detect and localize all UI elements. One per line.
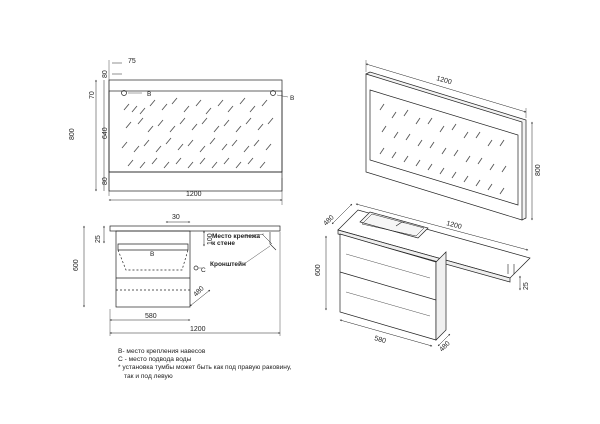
cabinet-front-view (83, 221, 281, 336)
cabinet-top-slab (109, 225, 281, 232)
dim-iso-580: 580 (373, 335, 386, 345)
label-mount-line2: к стене (212, 240, 235, 247)
dim-cab-100: 100 (207, 233, 214, 245)
iso-cabinet-side (435, 251, 447, 341)
dim-cab-480: 480 (192, 285, 205, 298)
cabinet-body (115, 230, 191, 308)
dim-cab-25: 25 (95, 235, 102, 243)
mark-b-right: B (290, 95, 294, 102)
dim-mirror-80-bottom: 80 (102, 177, 109, 185)
dim-mirror-1200: 1200 (186, 191, 202, 198)
mirror-glass (108, 90, 283, 173)
iso-bracket (507, 264, 515, 274)
mark-c: C (201, 267, 206, 274)
dim-iso-600: 600 (315, 264, 322, 276)
dim-iso-mirror-800: 800 (535, 164, 542, 176)
mirror-frame (108, 79, 283, 192)
legend-line-b: B- место крепления навесов (118, 348, 206, 355)
hanger-point-right (270, 90, 276, 96)
legend-line-note: * установка тумбы может быть как под пра… (118, 364, 292, 372)
dim-mirror-75: 75 (128, 58, 136, 65)
dim-cab-580: 580 (145, 313, 157, 320)
mark-b-left: B (147, 91, 151, 98)
legend-line-note-cont: так и под левую (124, 372, 173, 380)
dim-cab-600: 600 (73, 259, 80, 271)
dim-iso-1200: 1200 (445, 220, 462, 231)
dim-mirror-70: 70 (89, 91, 96, 99)
sink-hidden-line (117, 249, 189, 271)
mirror-iso-view (365, 60, 533, 221)
dim-mirror-80-top: 80 (102, 70, 109, 78)
dim-cab-30: 30 (172, 214, 180, 221)
legend-notes: B- место крепления навесов C - место под… (118, 348, 291, 381)
hanger-point-left (121, 90, 127, 96)
dim-iso-480-top: 480 (322, 214, 335, 227)
dim-mirror-800: 800 (69, 128, 76, 140)
dim-cab-1200: 1200 (190, 326, 206, 333)
sink-outline (117, 243, 189, 251)
mark-b-sink: B (150, 251, 154, 258)
dim-iso-480: 480 (438, 340, 451, 353)
legend-line-c: C - место подвода воды (118, 356, 192, 364)
label-mount-point: Место крепежа к стене (212, 233, 262, 247)
label-bracket: Кронштейн (210, 260, 246, 268)
dim-mirror-640: 640 (102, 127, 109, 139)
mirror-glare-marks (121, 97, 274, 169)
dim-iso-25: 25 (523, 282, 530, 290)
mirror-front-view (95, 60, 289, 205)
water-inlet-point (193, 265, 199, 271)
vanity-iso-view (325, 203, 531, 347)
label-mount-line1: Место крепежа (212, 233, 260, 240)
bracket (269, 232, 277, 251)
dim-iso-mirror-1200: 1200 (435, 75, 452, 86)
